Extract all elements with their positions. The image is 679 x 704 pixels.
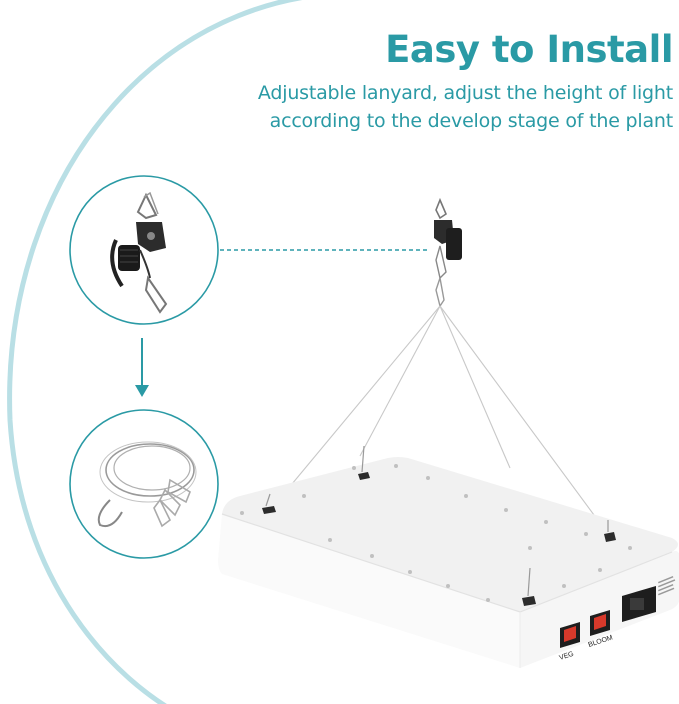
subheading-line-1: Adjustable lanyard, adjust the height of…	[257, 82, 673, 104]
steel-wire-lanyard-icon	[69, 409, 219, 559]
arrow-down-icon	[135, 338, 149, 397]
veg-switch	[560, 622, 580, 648]
grow-light-panel: VEG BLOOM	[218, 445, 679, 668]
page-title: Easy to Install	[385, 28, 673, 71]
decorative-arc	[7, 0, 303, 704]
subheading-line-2: according to the develop stage of the pl…	[269, 110, 674, 132]
power-inlet	[622, 586, 656, 622]
hanger-hardware	[434, 197, 462, 308]
bloom-switch	[590, 610, 610, 636]
rope-ratchet-hanger-icon	[69, 175, 219, 325]
veg-label: VEG	[558, 651, 574, 662]
suspension-wires	[281, 305, 609, 535]
